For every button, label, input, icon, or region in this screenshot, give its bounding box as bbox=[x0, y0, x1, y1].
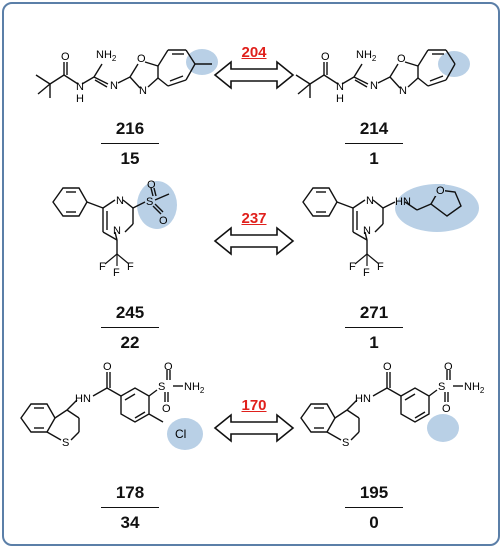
label-n1: N bbox=[366, 195, 374, 207]
delta-label-1: 204 bbox=[241, 44, 267, 61]
fraction-rule bbox=[345, 507, 403, 508]
caption-pair2-left: 245 22 bbox=[85, 302, 175, 354]
label-f2: F bbox=[113, 267, 120, 279]
label-f3: F bbox=[377, 261, 384, 273]
highlight-methylsulfonyl bbox=[137, 181, 177, 229]
label-s-thio: S bbox=[62, 437, 69, 449]
caption-pair2-right: 271 1 bbox=[329, 302, 419, 354]
label-n2: N bbox=[363, 225, 371, 237]
label-nh2: NH2 bbox=[356, 49, 377, 63]
caption-bottom-value: 0 bbox=[369, 513, 379, 532]
fraction-rule bbox=[101, 327, 159, 328]
label-nh2: NH2 bbox=[184, 381, 205, 395]
label-o1: O bbox=[147, 180, 156, 191]
highlight-hydrogen bbox=[438, 51, 470, 77]
highlight-hydrogen bbox=[427, 414, 459, 442]
label-n2: N bbox=[113, 225, 121, 237]
label-o-carbonyl: O bbox=[61, 51, 70, 63]
label-f2: F bbox=[363, 267, 370, 279]
molecule-pair3-left: O HN S S O O NH2 Cl bbox=[20, 361, 205, 450]
label-o-amide: O bbox=[103, 361, 112, 373]
label-o2: O bbox=[162, 403, 171, 415]
molecule-pair1-left: NH2 O N H N O N bbox=[35, 49, 218, 105]
label-nh: HN bbox=[395, 196, 411, 208]
label-hn: HN bbox=[75, 393, 91, 405]
label-nh-amide: N bbox=[76, 81, 84, 93]
delta-label-2: 237 bbox=[241, 210, 267, 227]
caption-top-value: 195 bbox=[359, 483, 389, 502]
fraction-rule bbox=[101, 507, 159, 508]
label-n1: N bbox=[116, 195, 124, 207]
label-s-thio: S bbox=[342, 437, 349, 449]
label-o-carbonyl: O bbox=[321, 51, 330, 63]
caption-bottom-value: 1 bbox=[369, 149, 379, 168]
molecule-pair2-left: N N S O O F F F bbox=[52, 180, 177, 279]
label-cl: Cl bbox=[175, 427, 186, 441]
label-s-sulfonyl: S bbox=[438, 381, 445, 393]
label-o2: O bbox=[442, 403, 451, 415]
label-n-oxazole: N bbox=[139, 85, 147, 97]
label-hn: HN bbox=[355, 393, 371, 405]
fraction-rule bbox=[345, 143, 403, 144]
caption-pair3-right: 195 0 bbox=[329, 482, 419, 534]
caption-bottom-value: 15 bbox=[120, 149, 140, 168]
label-o1: O bbox=[164, 361, 173, 373]
highlight-chloro bbox=[167, 418, 203, 450]
label-n-oxazole: N bbox=[399, 85, 407, 97]
label-f1: F bbox=[99, 261, 106, 273]
label-f3: F bbox=[127, 261, 134, 273]
label-nh2: NH2 bbox=[464, 381, 485, 395]
label-nh2: NH2 bbox=[96, 49, 117, 63]
double-arrow-1 bbox=[213, 60, 295, 90]
label-o-oxazole: O bbox=[397, 53, 406, 65]
figure-frame bbox=[2, 2, 500, 546]
label-n-imine: N bbox=[370, 80, 378, 92]
caption-top-value: 178 bbox=[115, 483, 145, 502]
caption-top-value: 271 bbox=[359, 303, 389, 322]
label-n-imine: N bbox=[110, 80, 118, 92]
caption-pair1-right: 214 1 bbox=[329, 118, 419, 170]
caption-top-value: 245 bbox=[115, 303, 145, 322]
molecule-pair2-right: N N HN O F F F bbox=[302, 184, 479, 279]
label-f1: F bbox=[349, 261, 356, 273]
label-nh-amide: N bbox=[336, 81, 344, 93]
label-s-sulfonyl: S bbox=[158, 381, 165, 393]
label-o-thf: O bbox=[436, 185, 445, 197]
label-o-amide: O bbox=[383, 361, 392, 373]
double-arrow-2 bbox=[213, 226, 295, 256]
label-h-amide: H bbox=[336, 93, 344, 105]
caption-pair3-left: 178 34 bbox=[85, 482, 175, 534]
label-o-oxazole: O bbox=[137, 53, 146, 65]
caption-bottom-value: 34 bbox=[120, 513, 140, 532]
fraction-rule bbox=[101, 143, 159, 144]
caption-pair1-left: 216 15 bbox=[85, 118, 175, 170]
delta-label-3: 170 bbox=[241, 397, 267, 414]
fraction-rule bbox=[345, 327, 403, 328]
label-s: S bbox=[146, 196, 153, 208]
caption-top-value: 214 bbox=[359, 119, 389, 138]
molecule-pair1-right: NH2 O N H N O N bbox=[295, 49, 470, 105]
highlight-methyl bbox=[186, 49, 218, 75]
label-o2: O bbox=[159, 215, 168, 227]
double-arrow-3 bbox=[213, 413, 295, 443]
label-h-amide: H bbox=[76, 93, 84, 105]
label-o1: O bbox=[444, 361, 453, 373]
caption-bottom-value: 1 bbox=[369, 333, 379, 352]
molecule-pair3-right: O HN S S O O NH2 bbox=[300, 361, 485, 449]
caption-bottom-value: 22 bbox=[120, 333, 140, 352]
caption-top-value: 216 bbox=[115, 119, 145, 138]
